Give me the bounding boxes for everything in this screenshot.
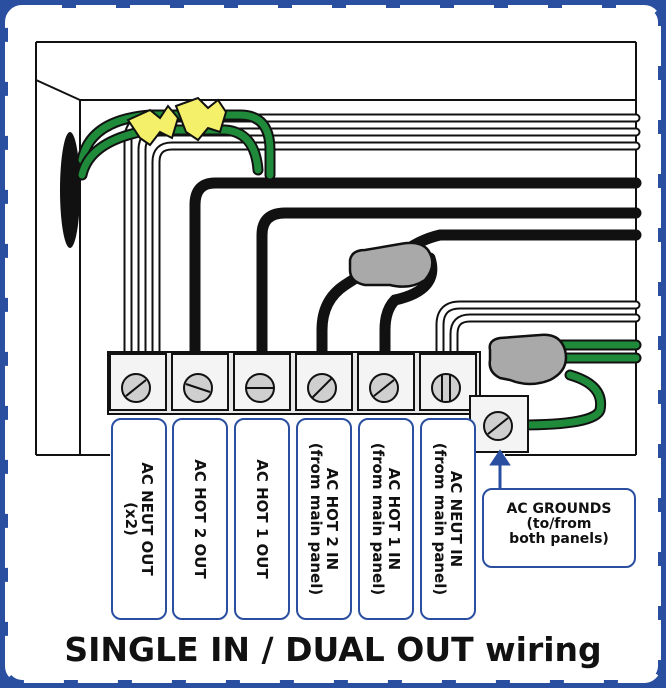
yellow-connectors <box>126 96 228 147</box>
label-grounds-text: AC GROUNDS (to/from both panels) <box>506 501 612 547</box>
label-neut-in-text: AC NEUT IN (from main panel) <box>431 442 465 596</box>
label-hot2-out: AC HOT 2 OUT <box>172 418 228 620</box>
cable-connector-icon <box>126 104 180 147</box>
label-grounds: AC GROUNDS (to/from both panels) <box>482 488 636 568</box>
junction-box <box>35 41 637 456</box>
label-hot2-in: AC HOT 2 IN (from main panel) <box>296 418 352 620</box>
label-hot2-in-text: AC HOT 2 IN (from main panel) <box>307 442 341 596</box>
grounds-arrow <box>489 449 511 490</box>
wire-nuts <box>348 241 568 386</box>
diagram-title: SINGLE IN / DUAL OUT wiring <box>64 630 602 669</box>
label-hot1-in-text: AC HOT 1 IN (from main panel) <box>369 442 403 596</box>
wire-nut-icon <box>348 241 434 288</box>
label-hot1-in: AC HOT 1 IN (from main panel) <box>358 418 414 620</box>
label-neut-in: AC NEUT IN (from main panel) <box>420 418 476 620</box>
label-hot1-out-text: AC HOT 1 OUT <box>253 459 271 579</box>
label-hot2-out-text: AC HOT 2 OUT <box>191 459 209 579</box>
label-neut-out-text: AC NEUT OUT (x2) <box>122 462 156 576</box>
cable-connector-icon <box>174 96 228 142</box>
terminal-strip <box>107 351 529 453</box>
label-hot1-out: AC HOT 1 OUT <box>234 418 290 620</box>
cable-hole <box>60 132 80 248</box>
wire-nut-icon <box>488 333 568 386</box>
label-neut-out: AC NEUT OUT (x2) <box>111 418 167 620</box>
screw-terminal-icon <box>431 373 461 403</box>
